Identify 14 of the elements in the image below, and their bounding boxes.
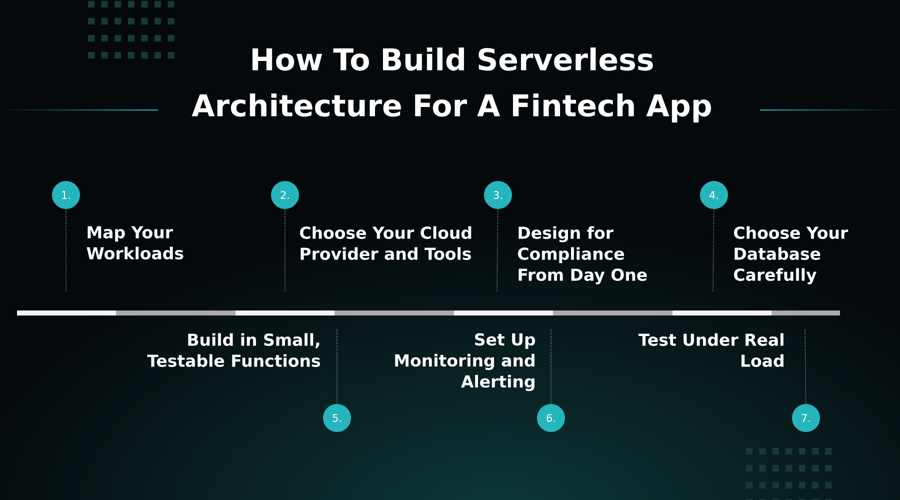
dotted-line: [550, 328, 552, 404]
step-title: Test Under Real Load: [638, 333, 784, 367]
title: How To Build Serverless Architecture For A Fintech App: [192, 47, 712, 123]
step-title: Design for Compliance From Day One: [518, 226, 647, 284]
step-title: Map Your Workloads: [86, 226, 184, 260]
step-title: Choose Your Database Carefully: [734, 226, 848, 284]
step-title: Choose Your Cloud Provider and Tools: [300, 226, 472, 260]
dotted-line: [712, 208, 714, 292]
step-title: Build in Small, Testable Functions: [147, 333, 320, 367]
dotted-line: [496, 208, 498, 292]
step-title: Set Up Monitoring and Alerting: [395, 333, 536, 391]
dotted-line: [804, 328, 806, 404]
dotted-line: [336, 328, 338, 404]
dotted-line: [284, 208, 286, 292]
